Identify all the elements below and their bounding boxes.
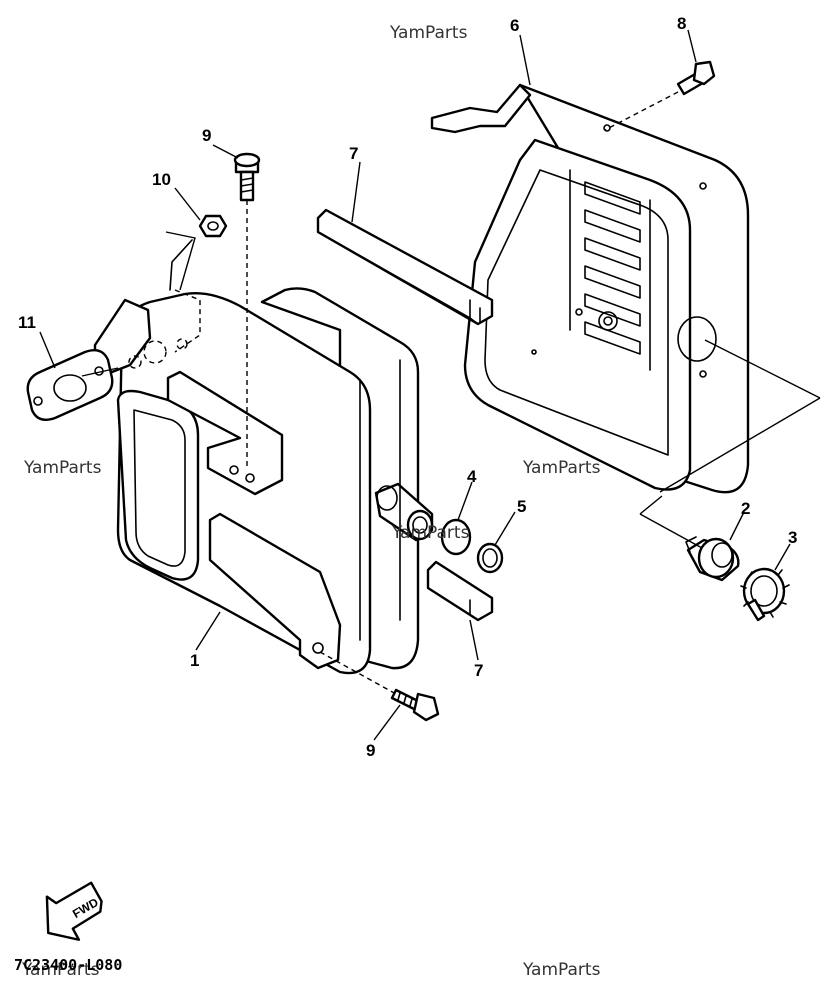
- watermark: YamParts: [391, 523, 470, 543]
- callout-10: 10: [152, 170, 171, 189]
- leader-lines: [39, 29, 821, 741]
- callout-9-lower: 9: [366, 741, 375, 760]
- watermark: YamParts: [389, 23, 468, 43]
- callout-8: 8: [677, 14, 686, 33]
- hose-clamp: [740, 567, 790, 622]
- muffler-body: [93, 239, 434, 675]
- damper-strip-upper: [316, 208, 494, 326]
- callout-11: 11: [18, 313, 36, 332]
- callout-7-lower: 7: [474, 661, 483, 680]
- callout-1: 1: [190, 651, 199, 670]
- callout-9-upper: 9: [202, 126, 211, 145]
- callout-7-upper: 7: [349, 144, 358, 163]
- bolt-8: [676, 60, 716, 96]
- washer: [476, 542, 504, 574]
- muffler-protector-cover: [430, 83, 750, 494]
- watermark: YamParts: [522, 458, 601, 478]
- gasket-ring: [440, 518, 472, 556]
- callout-3: 3: [788, 528, 797, 547]
- callout-2: 2: [741, 499, 750, 518]
- exhaust-gasket: [26, 349, 114, 421]
- forward-arrow-icon: FWD: [45, 881, 103, 941]
- watermark: YamParts: [23, 458, 102, 478]
- bolt-9-upper: [233, 152, 261, 202]
- diagram-code: 7C23400-L080: [14, 956, 122, 974]
- damper-strip-lower: [426, 560, 494, 622]
- tail-pipe-cap: [685, 536, 740, 582]
- watermark: YamParts: [21, 960, 100, 980]
- callout-4: 4: [467, 467, 477, 486]
- watermark: YamParts: [522, 960, 601, 980]
- callout-6: 6: [510, 16, 519, 35]
- bolt-9-lower: [390, 688, 440, 722]
- nut-10: [198, 214, 228, 238]
- callout-5: 5: [517, 497, 526, 516]
